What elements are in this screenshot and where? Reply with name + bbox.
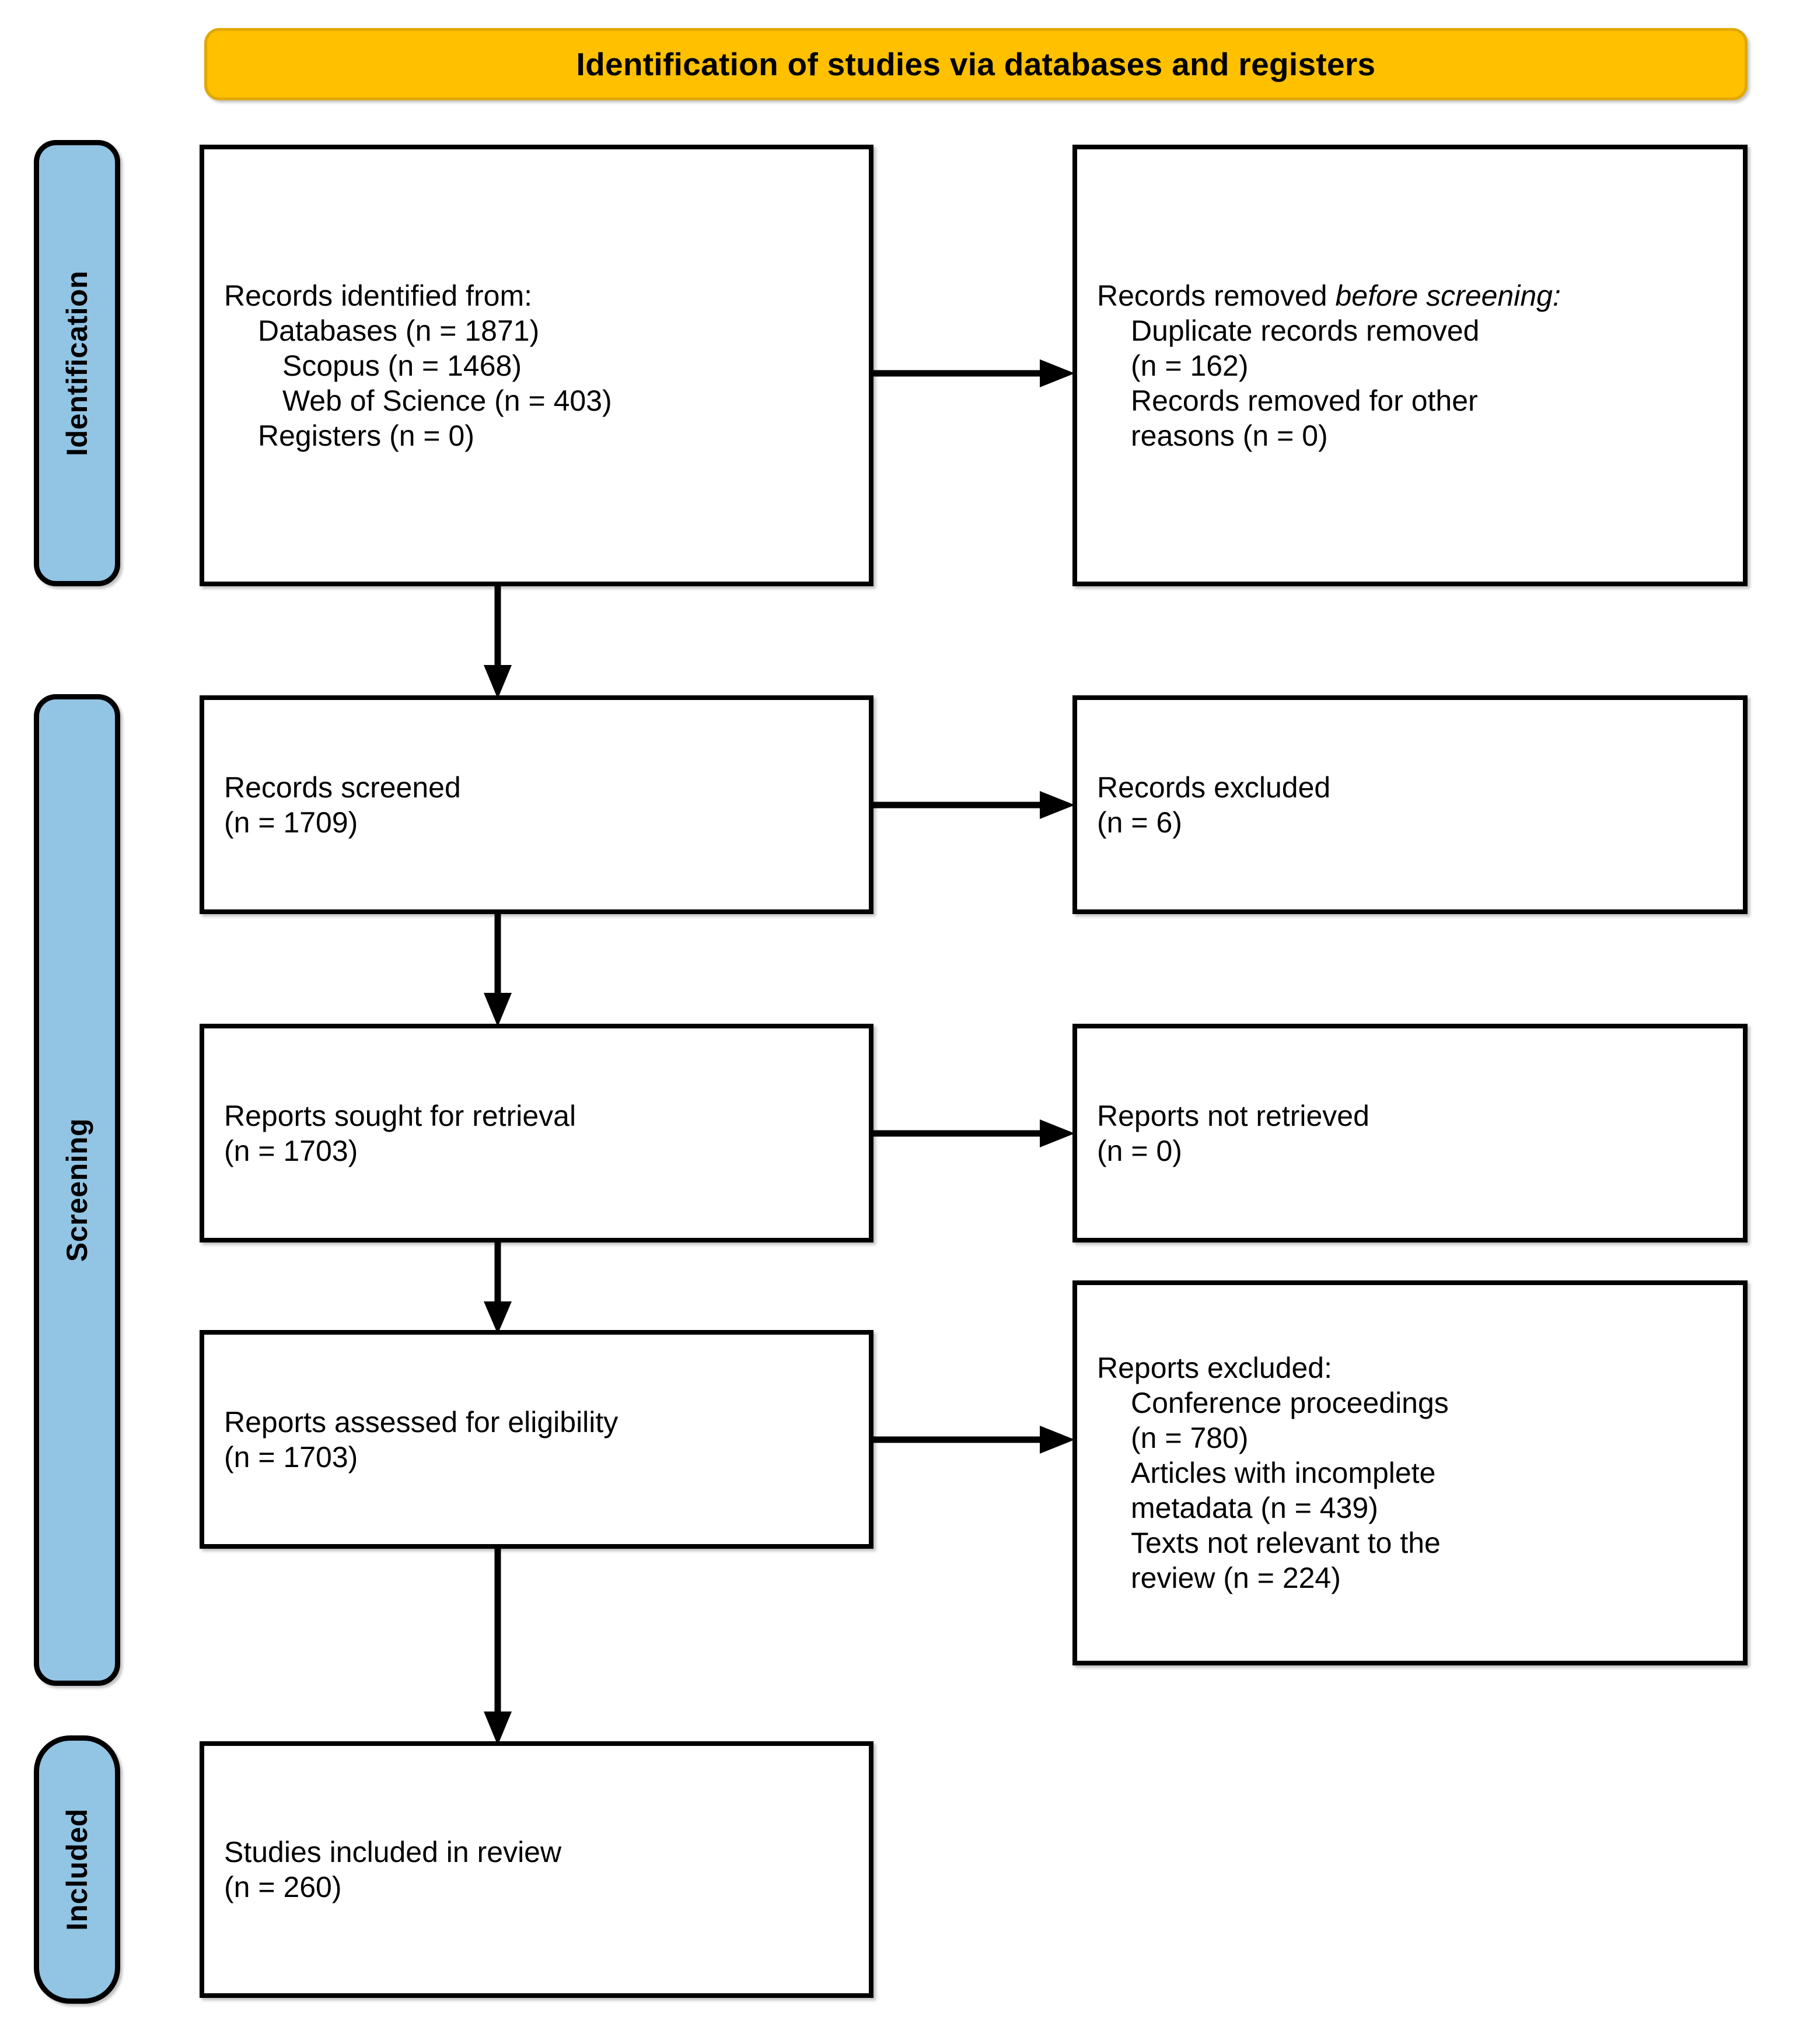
records-screened-title: Records screened [224, 771, 461, 804]
box-reports-sought-for-retrieval: Reports sought for retrieval (n = 1703) [200, 1024, 873, 1242]
reports-assessed-title: Reports assessed for eligibility [224, 1405, 619, 1438]
box-reports-excluded: Reports excluded: Conference proceedings… [1072, 1280, 1748, 1665]
stage-label-screening: Screening [34, 694, 120, 1686]
header-banner: Identification of studies via databases … [204, 28, 1748, 100]
arrow-sought-to-assessed [484, 1238, 512, 1334]
records-excluded-count: (n = 6) [1097, 806, 1182, 839]
box-reports-assessed-for-eligibility: Reports assessed for eligibility (n = 17… [200, 1330, 873, 1549]
reports-excluded-metadata: Articles with incomplete [1131, 1457, 1436, 1489]
stage-identification-text: Identification [61, 270, 94, 456]
records-removed-duplicates: Duplicate records removed [1131, 314, 1480, 347]
reports-excluded-conference: Conference proceedings [1131, 1387, 1449, 1419]
records-removed-duplicates-count: (n = 162) [1131, 349, 1249, 382]
box-reports-not-retrieved: Reports not retrieved (n = 0) [1072, 1024, 1748, 1242]
arrow-screened-to-excluded [869, 791, 1075, 819]
stage-label-included: Included [34, 1735, 120, 2004]
reports-assessed-count: (n = 1703) [224, 1440, 358, 1474]
page-title: Identification of studies via databases … [576, 46, 1376, 82]
reports-excluded-texts-count: review (n = 224) [1131, 1562, 1341, 1594]
arrow-assessed-to-included [484, 1545, 512, 1745]
arrow-assessed-to-reports-excluded [869, 1426, 1075, 1454]
stage-label-identification: Identification [34, 140, 120, 586]
records-identified-scopus: Scopus (n = 1468) [282, 349, 522, 382]
box-reports-sought-text: Reports sought for retrieval (n = 1703) [204, 1098, 869, 1168]
reports-excluded-texts: Texts not relevant to the [1131, 1527, 1441, 1559]
records-excluded-title: Records excluded [1097, 771, 1331, 804]
box-reports-excluded-text: Reports excluded: Conference proceedings… [1077, 1350, 1743, 1595]
box-records-excluded: Records excluded (n = 6) [1072, 695, 1748, 914]
records-removed-title-italic: before screening [1335, 279, 1553, 312]
arrow-screened-to-sought [484, 910, 512, 1027]
records-screened-count: (n = 1709) [224, 806, 358, 839]
studies-included-title: Studies included in review [224, 1836, 562, 1868]
reports-excluded-title: Reports excluded: [1097, 1352, 1333, 1384]
studies-included-count: (n = 260) [224, 1871, 342, 1903]
records-removed-title-colon: : [1552, 279, 1561, 312]
box-reports-assessed-text: Reports assessed for eligibility (n = 17… [204, 1405, 869, 1475]
records-removed-title: Records removed before screening: [1097, 278, 1723, 313]
records-identified-title: Records identified from: [224, 279, 533, 312]
box-records-removed-before-screening: Records removed before screening: Duplic… [1072, 145, 1748, 586]
box-records-screened: Records screened (n = 1709) [200, 695, 873, 914]
box-reports-not-retrieved-text: Reports not retrieved (n = 0) [1077, 1098, 1743, 1168]
box-records-screened-text: Records screened (n = 1709) [204, 770, 869, 840]
stage-included-text: Included [61, 1808, 94, 1931]
reports-not-retrieved-count: (n = 0) [1097, 1134, 1182, 1167]
records-removed-other-count: reasons (n = 0) [1131, 419, 1328, 452]
reports-sought-count: (n = 1703) [224, 1134, 358, 1167]
records-identified-databases: Databases (n = 1871) [258, 314, 540, 347]
records-identified-web-of-science: Web of Science (n = 403) [282, 384, 612, 417]
box-records-removed-text: Records removed before screening: Duplic… [1077, 278, 1743, 453]
arrow-identified-to-screened [484, 582, 512, 699]
records-removed-title-lead: Records removed [1097, 279, 1336, 312]
reports-sought-title: Reports sought for retrieval [224, 1099, 576, 1132]
box-records-identified: Records identified from: Databases (n = … [200, 145, 873, 586]
box-records-identified-text: Records identified from: Databases (n = … [204, 278, 869, 453]
box-records-excluded-text: Records excluded (n = 6) [1077, 770, 1743, 840]
box-studies-included-text: Studies included in review (n = 260) [204, 1835, 869, 1905]
reports-not-retrieved-title: Reports not retrieved [1097, 1099, 1369, 1132]
records-removed-other: Records removed for other [1131, 384, 1478, 417]
records-identified-registers: Registers (n = 0) [258, 419, 474, 452]
box-studies-included-in-review: Studies included in review (n = 260) [200, 1741, 873, 1998]
stage-screening-text: Screening [61, 1118, 93, 1262]
arrow-identified-to-removed [869, 359, 1075, 387]
arrow-sought-to-not-retrieved [869, 1119, 1075, 1147]
reports-excluded-conference-count: (n = 780) [1131, 1422, 1249, 1454]
reports-excluded-metadata-count: metadata (n = 439) [1131, 1492, 1378, 1524]
